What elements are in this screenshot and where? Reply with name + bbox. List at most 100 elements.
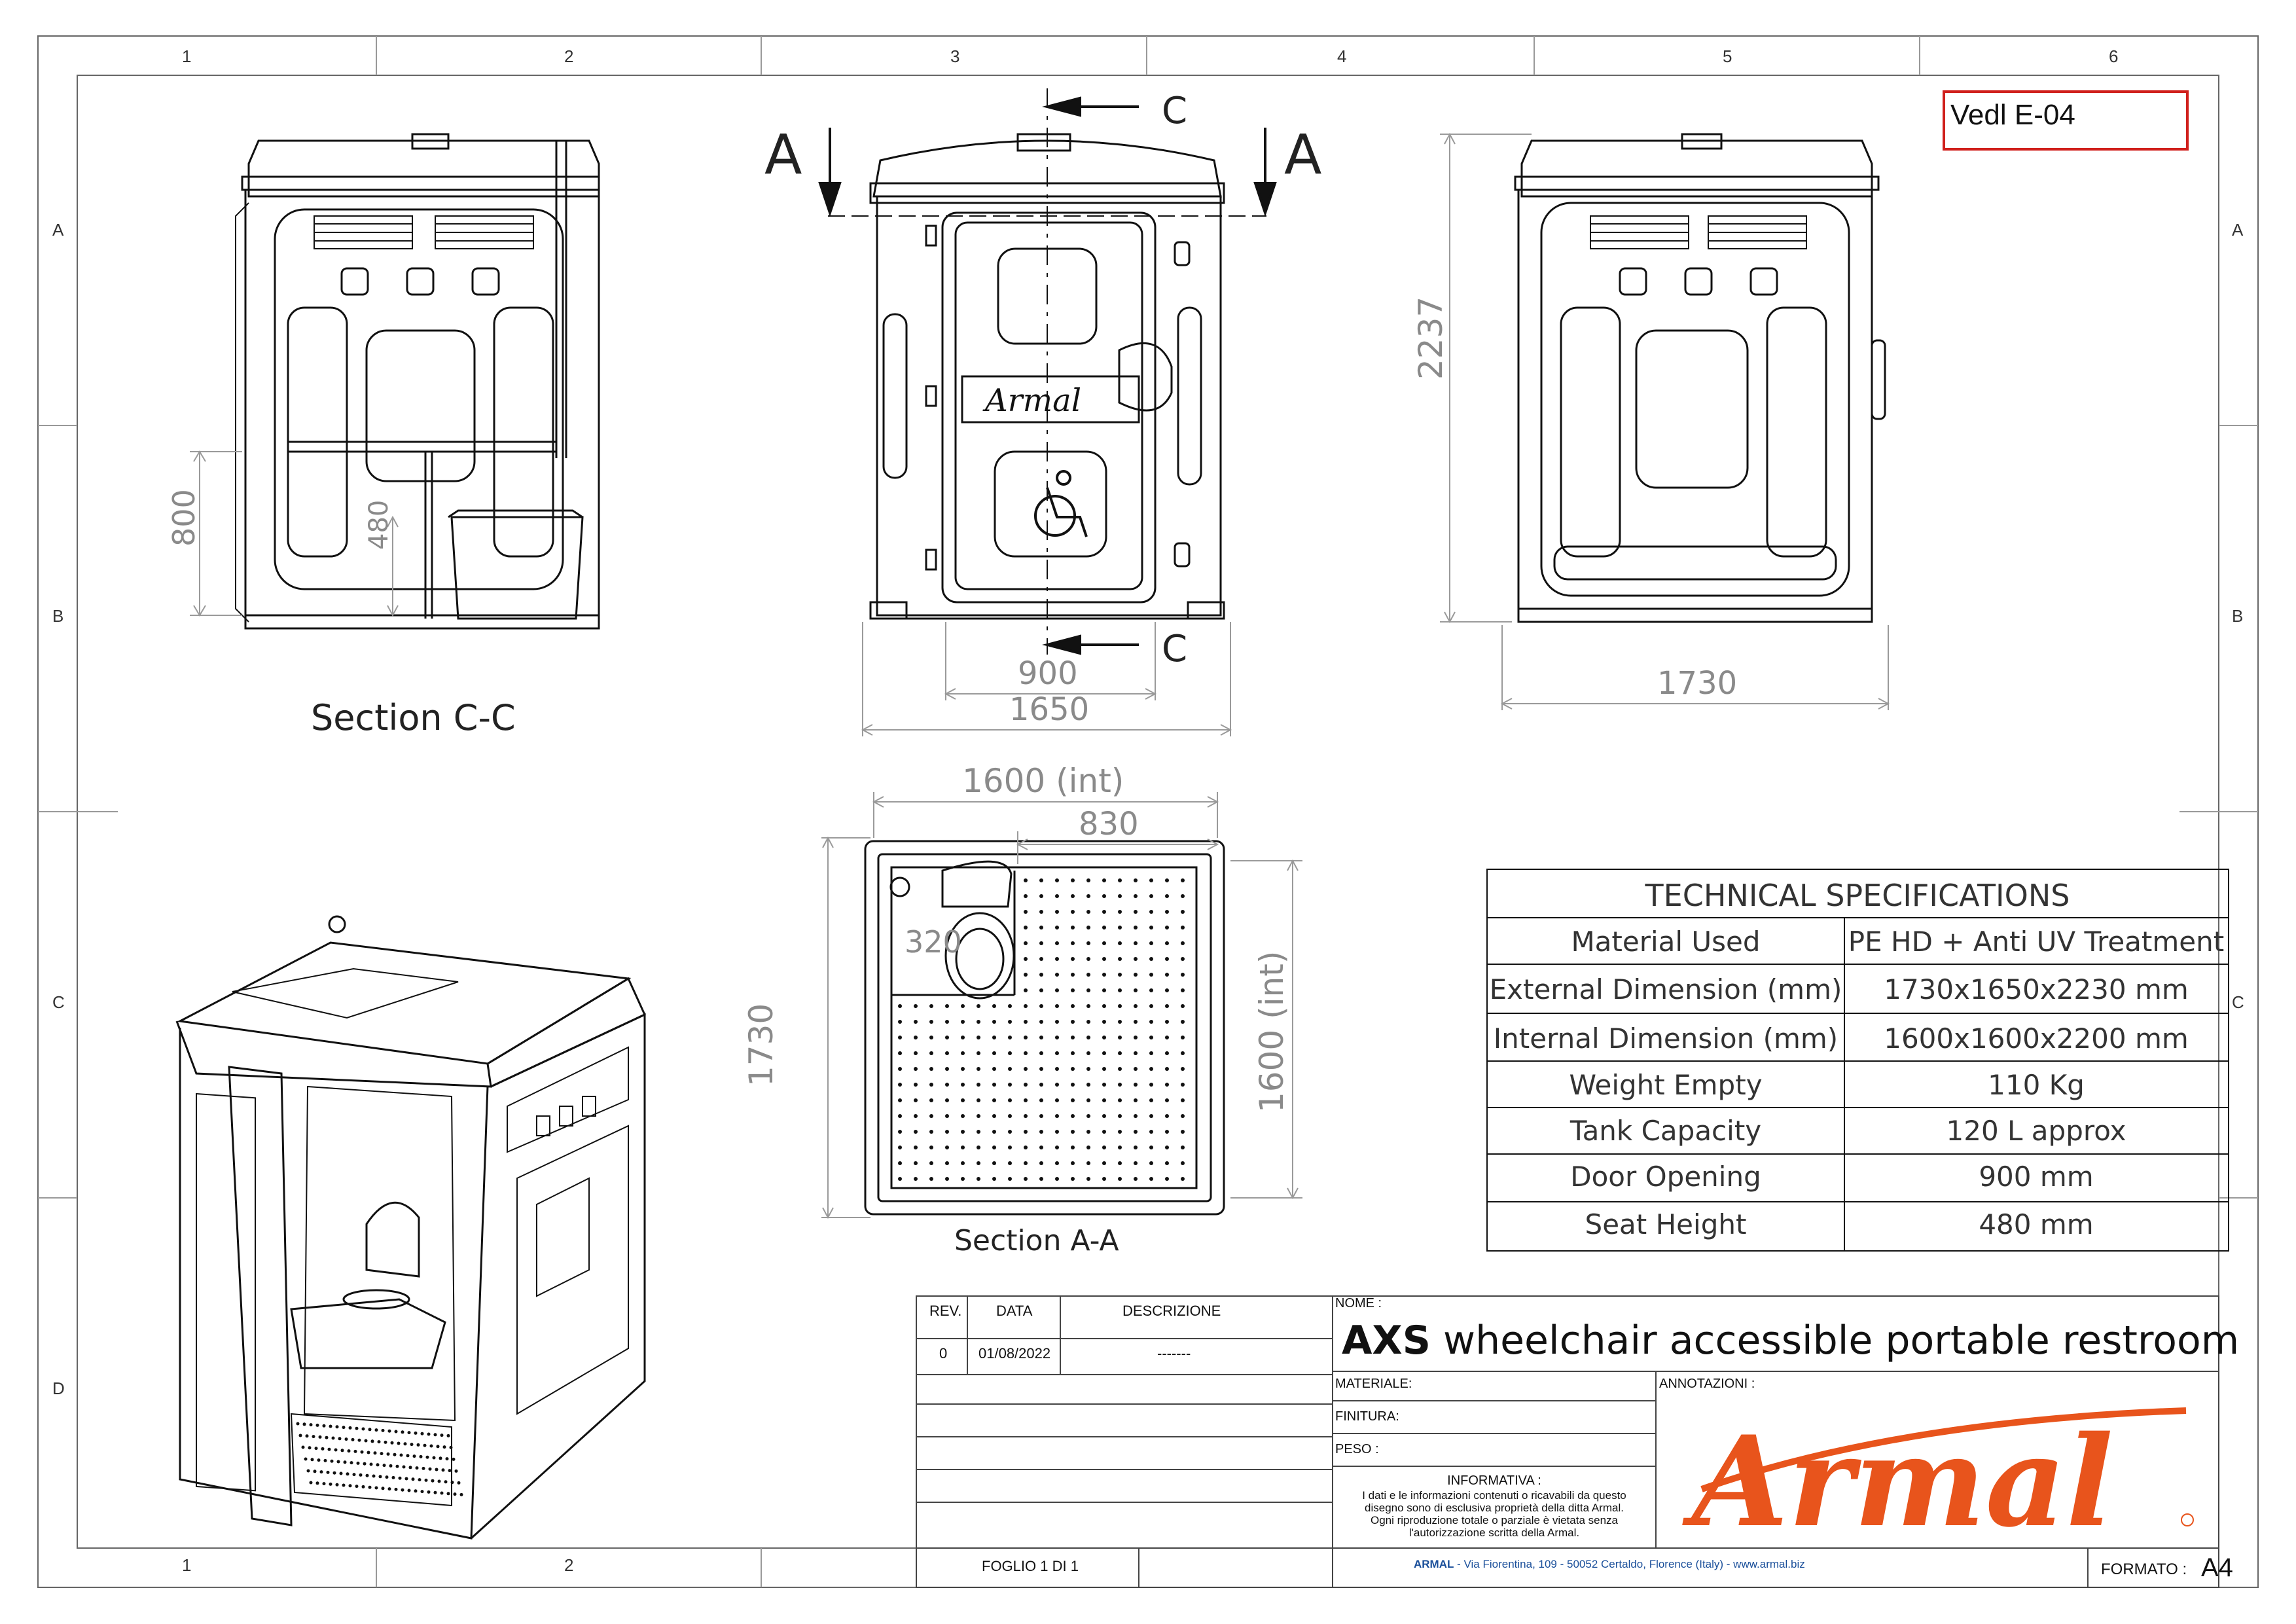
desc-header: DESCRIZIONE <box>1122 1303 1221 1319</box>
floor-dot <box>1055 941 1059 945</box>
floor-dot <box>1071 1067 1075 1071</box>
floor-dot <box>1008 1114 1012 1118</box>
front-view <box>869 133 1225 620</box>
floor-dot <box>1086 941 1090 945</box>
iso-floor-dot <box>327 1447 331 1451</box>
iso-floor-dot <box>387 1429 391 1433</box>
iso-floor-dot <box>353 1449 357 1453</box>
section-marker-c-bottom: C <box>1162 628 1187 670</box>
floor-dot <box>1024 910 1028 914</box>
floor-dot <box>945 1004 949 1008</box>
floor-dot <box>1134 910 1138 914</box>
floor-dot <box>1071 1161 1075 1165</box>
spec-table-title: TECHNICAL SPECIFICATIONS <box>1645 878 2070 913</box>
floor-dot <box>898 1146 902 1149</box>
spec-label-door: Door Opening <box>1570 1161 1761 1193</box>
floor-dot <box>1071 894 1075 898</box>
floor-dot <box>977 1130 980 1134</box>
floor-dot <box>1118 1177 1122 1181</box>
iso-floor-dot <box>445 1457 449 1461</box>
col-label-2: 2 <box>564 46 573 66</box>
grid-labels: 1 2 3 4 5 6 1 2 A B C D A B C <box>52 46 2244 1575</box>
floor-dot <box>1024 957 1028 961</box>
iso-floor-dot <box>418 1478 422 1482</box>
floor-dot <box>914 1020 918 1024</box>
iso-floor-dot <box>361 1427 365 1431</box>
floor-dot <box>945 1067 949 1071</box>
col-label-1-bottom: 1 <box>182 1555 191 1575</box>
floor-dot <box>1024 1161 1028 1165</box>
iso-floor-dot <box>355 1485 359 1489</box>
informativa-line-3: Ogni riproduzione totale o parziale è vi… <box>1371 1514 1619 1526</box>
floor-dot <box>1149 1114 1153 1118</box>
desc-value: ------- <box>1157 1345 1191 1362</box>
floor-dot <box>929 1161 933 1165</box>
rev-header: REV. <box>929 1303 961 1319</box>
iso-floor-dot <box>446 1434 450 1437</box>
floor-dot <box>1149 1036 1153 1039</box>
col-label-1: 1 <box>182 46 191 66</box>
floor-dot <box>961 1177 965 1181</box>
iso-floor-dot <box>446 1492 450 1496</box>
formato-label: FORMATO : <box>2101 1561 2187 1578</box>
floor-dot <box>992 1114 996 1118</box>
floor-dot <box>1165 957 1169 961</box>
floor-dot <box>1165 1098 1169 1102</box>
iso-floor-dot <box>433 1490 437 1494</box>
floor-dot <box>1181 1130 1185 1134</box>
floor-dot <box>1102 1114 1106 1118</box>
floor-dot <box>1086 878 1090 882</box>
iso-floor-dot <box>381 1487 385 1490</box>
section-marker-c-top: C <box>1162 90 1187 132</box>
floor-dot <box>1039 1177 1043 1181</box>
iso-floor-dot <box>302 1422 306 1426</box>
iso-floor-dot <box>318 1435 322 1439</box>
floor-dot <box>1181 878 1185 882</box>
iso-floor-dot <box>437 1479 441 1483</box>
iso-floor-dot <box>343 1460 347 1464</box>
floor-dot <box>945 1098 949 1102</box>
iso-floor-dot <box>317 1458 321 1462</box>
iso-floor-dot <box>412 1454 416 1458</box>
floor-dot <box>1118 1067 1122 1071</box>
floor-dot <box>898 1036 902 1039</box>
iso-floor-dot <box>419 1454 423 1458</box>
iso-floor-dot <box>331 1436 335 1440</box>
company-address-brand: ARMAL <box>1414 1558 1454 1570</box>
floor-dot <box>1086 1146 1090 1149</box>
floor-dot <box>1055 1177 1059 1181</box>
spec-table <box>1486 869 2229 1252</box>
floor-dot <box>929 1020 933 1024</box>
floor-dot <box>1055 973 1059 977</box>
floor-dot <box>1102 910 1106 914</box>
floor-dot <box>1086 1020 1090 1024</box>
spec-label-seat: Seat Height <box>1585 1208 1747 1240</box>
spec-value-weight: 110 Kg <box>1988 1069 2085 1101</box>
floor-dot <box>1086 1114 1090 1118</box>
iso-floor-dot <box>436 1445 440 1449</box>
iso-floor-dot <box>346 1472 350 1476</box>
row-label-b-right: B <box>2232 606 2243 626</box>
floor-dot <box>898 1161 902 1165</box>
iso-floor-dot <box>351 1437 355 1441</box>
floor-dot <box>1165 1020 1169 1024</box>
floor-dot <box>914 1083 918 1087</box>
floor-dot <box>1118 1051 1122 1055</box>
floor-dot <box>1055 1051 1059 1055</box>
floor-dot <box>1165 926 1169 929</box>
floor-dot <box>945 1051 949 1055</box>
materiale-label: MATERIALE: <box>1335 1377 1412 1391</box>
iso-floor-dot <box>381 1428 385 1432</box>
rev-value: 0 <box>939 1345 947 1362</box>
floor-dot <box>1102 1036 1106 1039</box>
floor-dot <box>977 1177 980 1181</box>
floor-dot <box>1055 894 1059 898</box>
iso-floor-dot <box>342 1483 346 1487</box>
floor-dot <box>1165 1146 1169 1149</box>
iso-floor-dot <box>304 1457 308 1461</box>
section-cc-dims <box>190 450 399 617</box>
iso-floor-dot <box>459 1492 463 1496</box>
section-marker-a-right: A <box>1284 122 1321 187</box>
floor-dot <box>1134 894 1138 898</box>
floor-dot <box>1181 973 1185 977</box>
